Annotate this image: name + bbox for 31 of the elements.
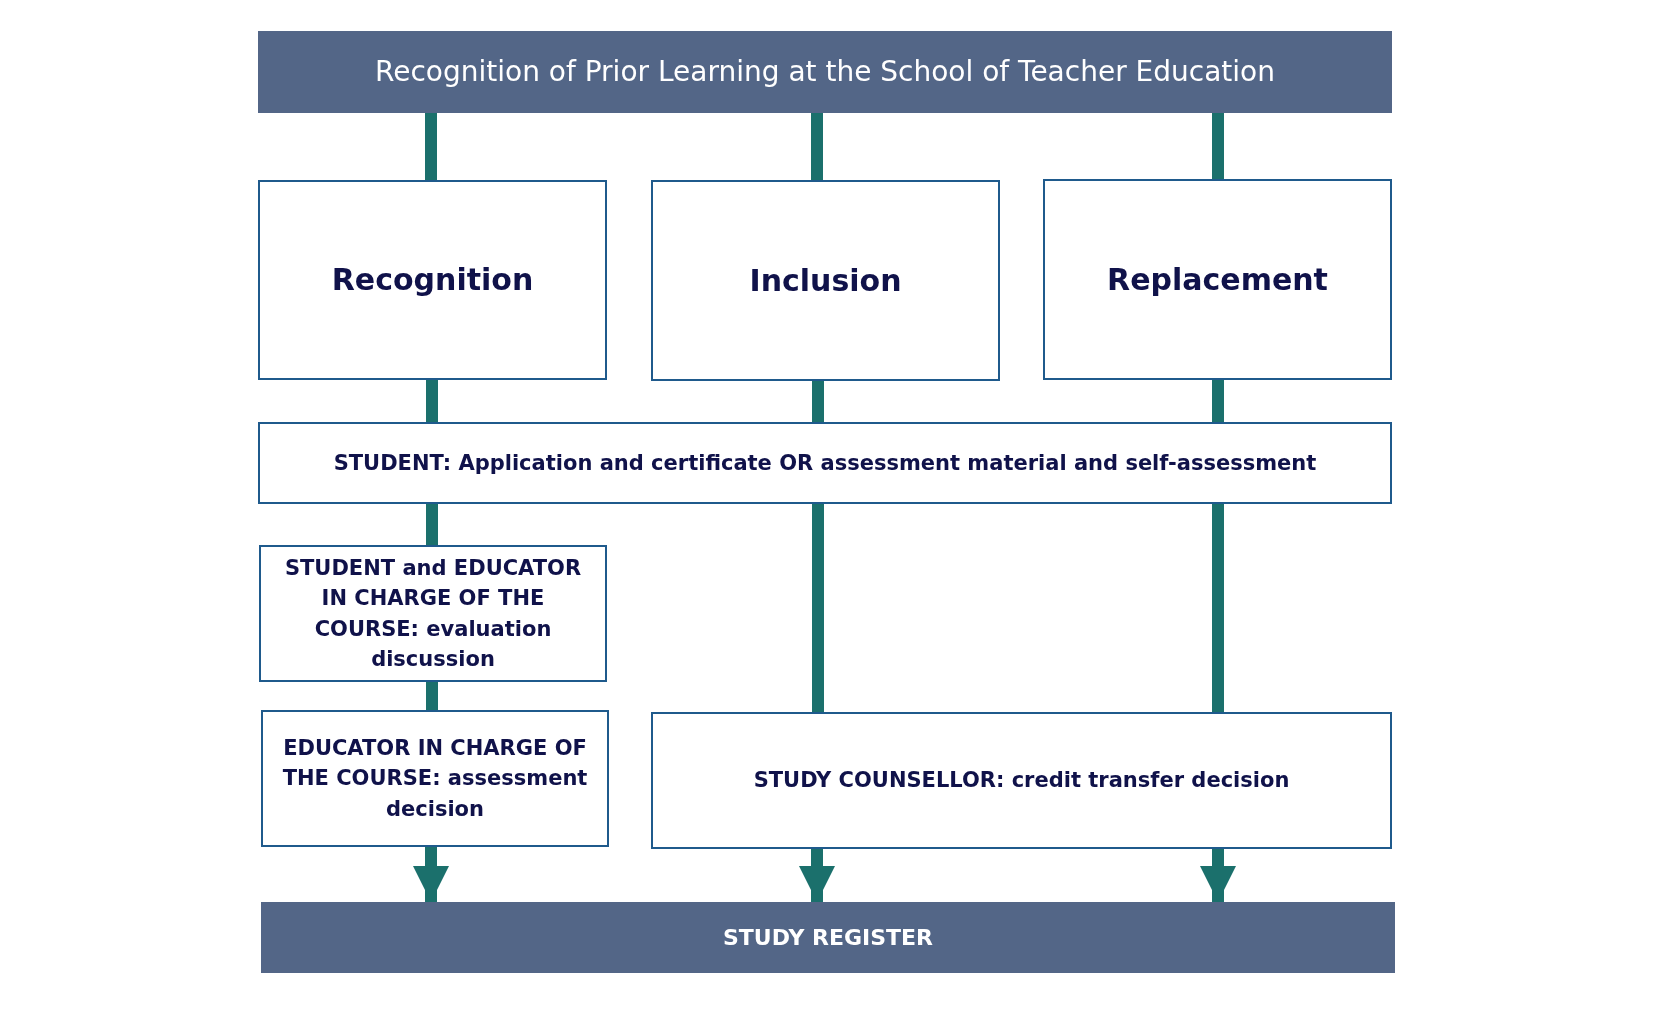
connector-line xyxy=(812,381,824,422)
box-text: STUDY COUNSELLOR: credit transfer decision xyxy=(753,767,1290,795)
category-box xyxy=(258,180,607,380)
connector-line xyxy=(1212,504,1224,712)
box-text: STUDENT and EDUCATOR IN CHARGE OF THE COURSE: evaluation discussion xyxy=(283,554,583,673)
box-text: Inclusion xyxy=(749,261,902,300)
banner-text: STUDY REGISTER xyxy=(723,923,933,952)
title-banner xyxy=(258,31,1392,113)
connector-line xyxy=(1212,380,1224,422)
arrow xyxy=(413,847,449,902)
arrow xyxy=(799,849,835,902)
connector-line xyxy=(426,504,438,545)
connector-line xyxy=(426,682,438,710)
category-box xyxy=(651,180,1000,381)
connector-line xyxy=(425,113,437,180)
connector-line xyxy=(812,504,824,712)
box-text: Replacement xyxy=(1107,260,1328,299)
connector-line xyxy=(1212,113,1224,179)
register-banner xyxy=(261,902,1395,973)
connector-line xyxy=(811,113,823,180)
process-box xyxy=(261,710,609,847)
connector-line xyxy=(426,380,438,422)
box-text: EDUCATOR IN CHARGE OF THE COURSE: assessment decision xyxy=(281,734,589,823)
box-text: STUDENT: Application and certificate OR assessment material and self-assessment xyxy=(333,449,1317,477)
box-text: Recognition xyxy=(331,261,534,300)
process-box xyxy=(651,712,1392,849)
process-box xyxy=(259,545,607,682)
category-box xyxy=(1043,179,1392,380)
arrow xyxy=(1200,849,1236,902)
title-text: Recognition of Prior Learning at the School of Teacher Education xyxy=(375,53,1275,90)
process-box xyxy=(258,422,1392,504)
